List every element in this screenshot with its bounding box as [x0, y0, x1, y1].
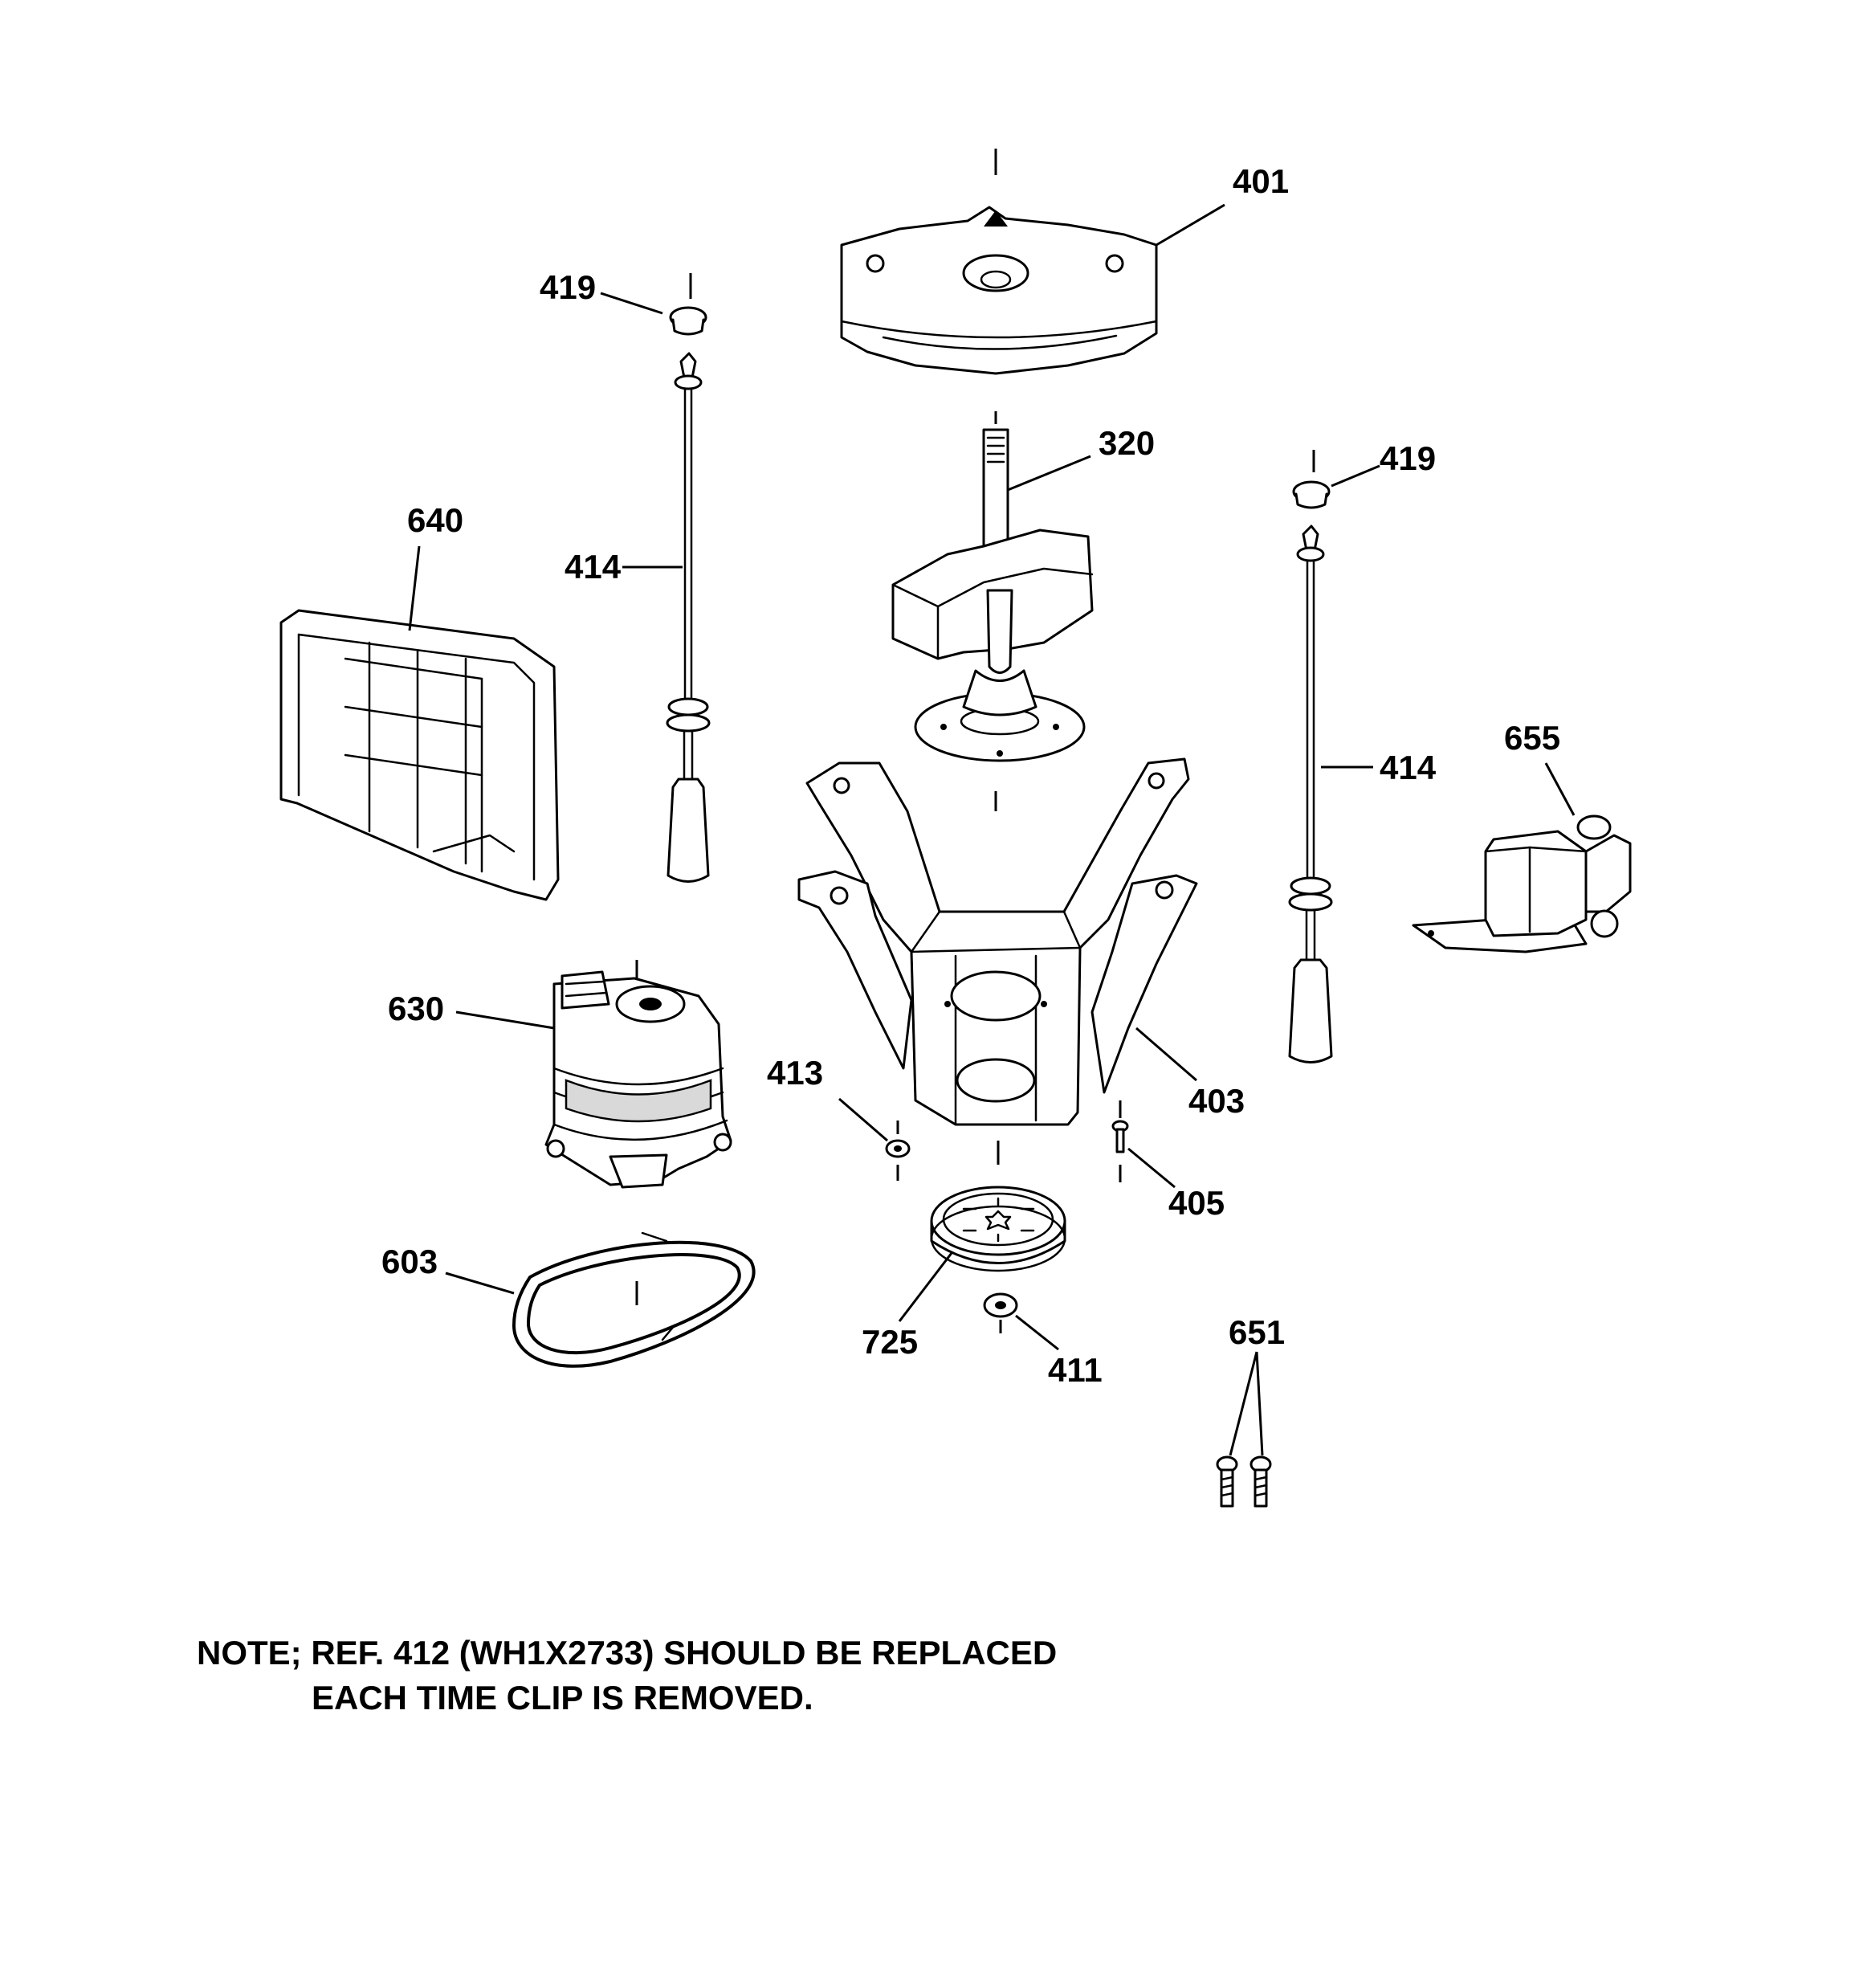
replacement-note: NOTE; REF. 412 (WH1X2733) SHOULD BE REPL…: [197, 1631, 1401, 1721]
label-603: 603: [381, 1243, 438, 1280]
label-640: 640: [407, 501, 463, 539]
pump-655: [1412, 814, 1632, 953]
suspension-rod-left-414: [666, 352, 711, 883]
label-401: 401: [1233, 162, 1289, 200]
suspension-rod-right-414: [1288, 525, 1333, 1063]
pump-screws-651: [1216, 1455, 1272, 1508]
suspension-cover-401: [840, 149, 1158, 375]
label-403: 403: [1188, 1082, 1245, 1120]
note-line-1: NOTE; REF. 412 (WH1X2733) SHOULD BE REPL…: [197, 1634, 1058, 1672]
nut-413: [885, 1121, 911, 1181]
label-651: 651: [1229, 1313, 1285, 1351]
label-419-right: 419: [1380, 439, 1436, 477]
label-414-right: 414: [1380, 749, 1437, 786]
damper-cap-right-419: [1292, 450, 1331, 509]
transmission-320: [891, 411, 1094, 811]
label-655: 655: [1504, 719, 1560, 757]
screw-405: [1111, 1100, 1129, 1182]
label-413: 413: [767, 1054, 823, 1092]
platform-bracket-403: [797, 757, 1198, 1126]
reference-labels: 401 419 419 320 640 414 414 655 630 413 …: [381, 162, 1560, 1389]
pulley-nut-411: [983, 1292, 1018, 1333]
label-414-left: 414: [565, 548, 622, 586]
pulley-725: [930, 1141, 1066, 1272]
leader-lines: [408, 203, 1576, 1456]
motor-630: [544, 960, 732, 1189]
note-line-2: EACH TIME CLIP IS REMOVED.: [312, 1679, 813, 1717]
control-bracket-640: [279, 609, 560, 901]
label-405: 405: [1168, 1184, 1225, 1222]
label-630: 630: [388, 990, 444, 1027]
label-320: 320: [1099, 424, 1155, 462]
label-725: 725: [862, 1323, 918, 1361]
label-411: 411: [1048, 1351, 1103, 1389]
drive-belt-603: [512, 1231, 756, 1368]
label-419-left: 419: [540, 268, 596, 306]
damper-cap-left-419: [669, 273, 707, 336]
